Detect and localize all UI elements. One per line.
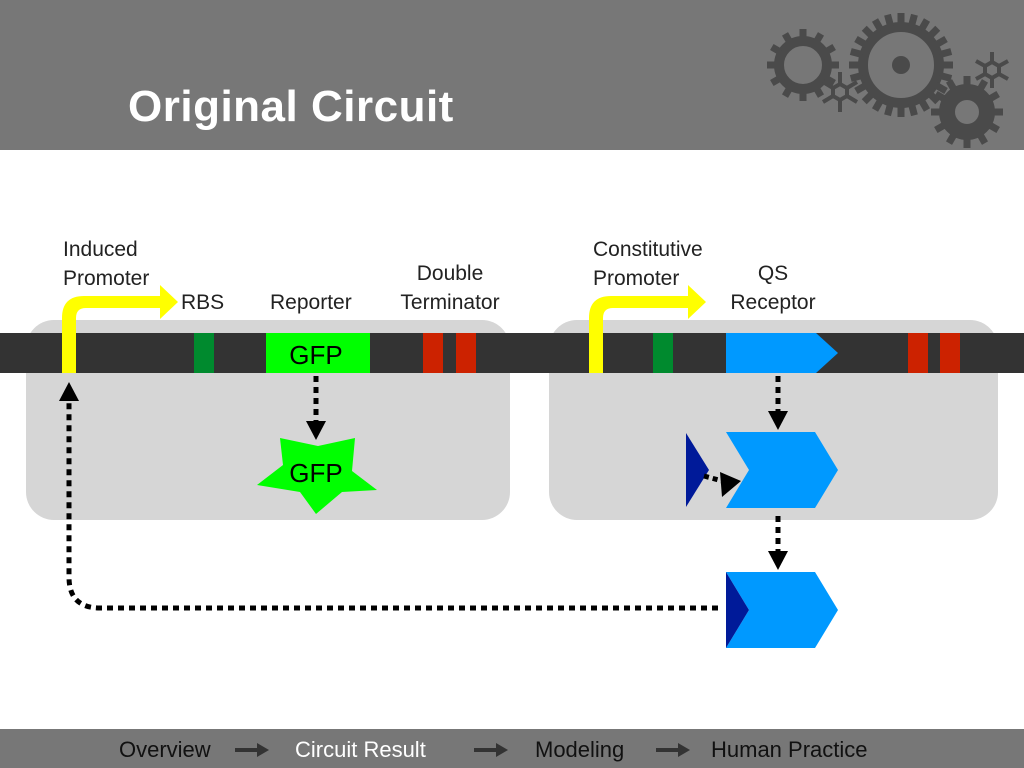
qs-receptor-gene — [726, 333, 838, 373]
nav-arrow-icon — [474, 743, 508, 757]
signal-molecule — [686, 433, 709, 507]
right-terminator-2 — [940, 333, 960, 373]
right-terminator-1 — [908, 333, 928, 373]
gfp-protein-label: GFP — [289, 458, 342, 488]
qs-receptor-label-line2: Receptor — [730, 291, 816, 314]
binding-arrowhead — [720, 472, 741, 497]
induced-promoter-label: Induced Promoter — [63, 235, 149, 293]
nav-circuit-result[interactable]: Circuit Result — [295, 737, 426, 762]
gfp-gene-label: GFP — [289, 340, 342, 370]
qs-receptor-label: QS Receptor — [720, 259, 826, 317]
right-rbs — [653, 333, 673, 373]
induced-promoter-label-line2: Promoter — [63, 267, 150, 290]
gfp-protein-star — [257, 438, 377, 514]
receptor-arrowhead — [768, 411, 788, 430]
nav-arrow-icon — [235, 743, 269, 757]
induced-promoter-label-line1: Induced — [63, 238, 138, 261]
nav-modeling[interactable]: Modeling — [535, 737, 625, 762]
left-gfp-gene — [266, 333, 370, 373]
reporter-label: Reporter — [270, 291, 352, 314]
nav-overview[interactable]: Overview — [119, 737, 211, 762]
double-terminator-label-line2: Terminator — [400, 291, 500, 314]
constitutive-promoter-arrow — [589, 285, 706, 373]
nav-human-practice[interactable]: Human Practice — [711, 737, 868, 762]
footer-nav-bar — [0, 729, 1024, 768]
left-terminator-1 — [423, 333, 443, 373]
gfp-arrowhead — [306, 421, 326, 440]
constitutive-promoter-label-line1: Constitutive — [593, 238, 703, 261]
receptor-signal-complex — [726, 572, 838, 648]
complex-arrowhead — [768, 551, 788, 570]
feedback-arrowhead — [59, 382, 79, 401]
induced-promoter-arrow — [62, 285, 178, 373]
left-rbs — [194, 333, 214, 373]
dna-backbone — [0, 333, 1024, 373]
rbs-label: RBS — [181, 291, 225, 314]
bound-signal-molecule — [726, 572, 749, 648]
constitutive-promoter-label: Constitutive Promoter — [593, 235, 703, 293]
qs-receptor-label-line1: QS — [757, 262, 789, 285]
double-terminator-label-line1: Double — [416, 262, 484, 285]
left-terminator-2 — [456, 333, 476, 373]
double-terminator-label: Double Terminator — [392, 259, 508, 317]
qs-receptor-protein — [726, 432, 838, 508]
nav-arrow-icon — [656, 743, 690, 757]
constitutive-promoter-label-line2: Promoter — [593, 267, 680, 290]
slide-header: Original Circuit — [0, 0, 1024, 150]
gears-icon — [767, 13, 1009, 148]
feedback-activation-arrow — [66, 400, 718, 611]
slide-title: Original Circuit — [128, 82, 454, 131]
